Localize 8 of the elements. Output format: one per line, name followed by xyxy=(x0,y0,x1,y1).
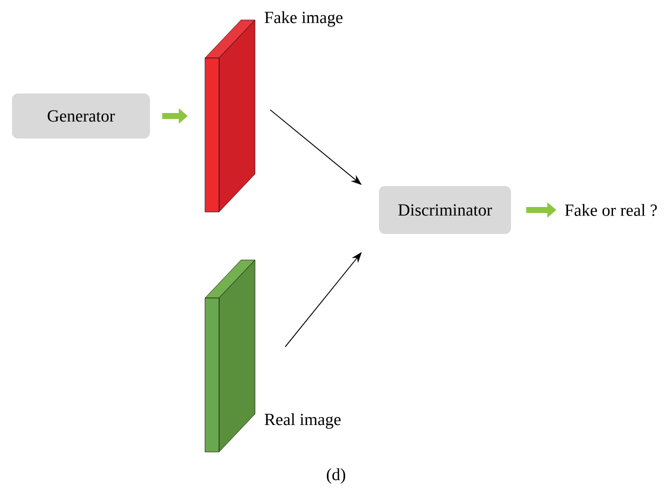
image-slab-drawing xyxy=(204,260,256,452)
process-box: Discriminator xyxy=(379,186,511,234)
image-label: Fake image xyxy=(264,11,342,27)
process-box: Generator xyxy=(12,94,150,138)
output-text: Fake or real ? xyxy=(565,204,657,216)
image-slab-drawing xyxy=(204,20,256,212)
image-label: Real image xyxy=(264,413,341,429)
panel-label: (d) xyxy=(326,468,346,484)
